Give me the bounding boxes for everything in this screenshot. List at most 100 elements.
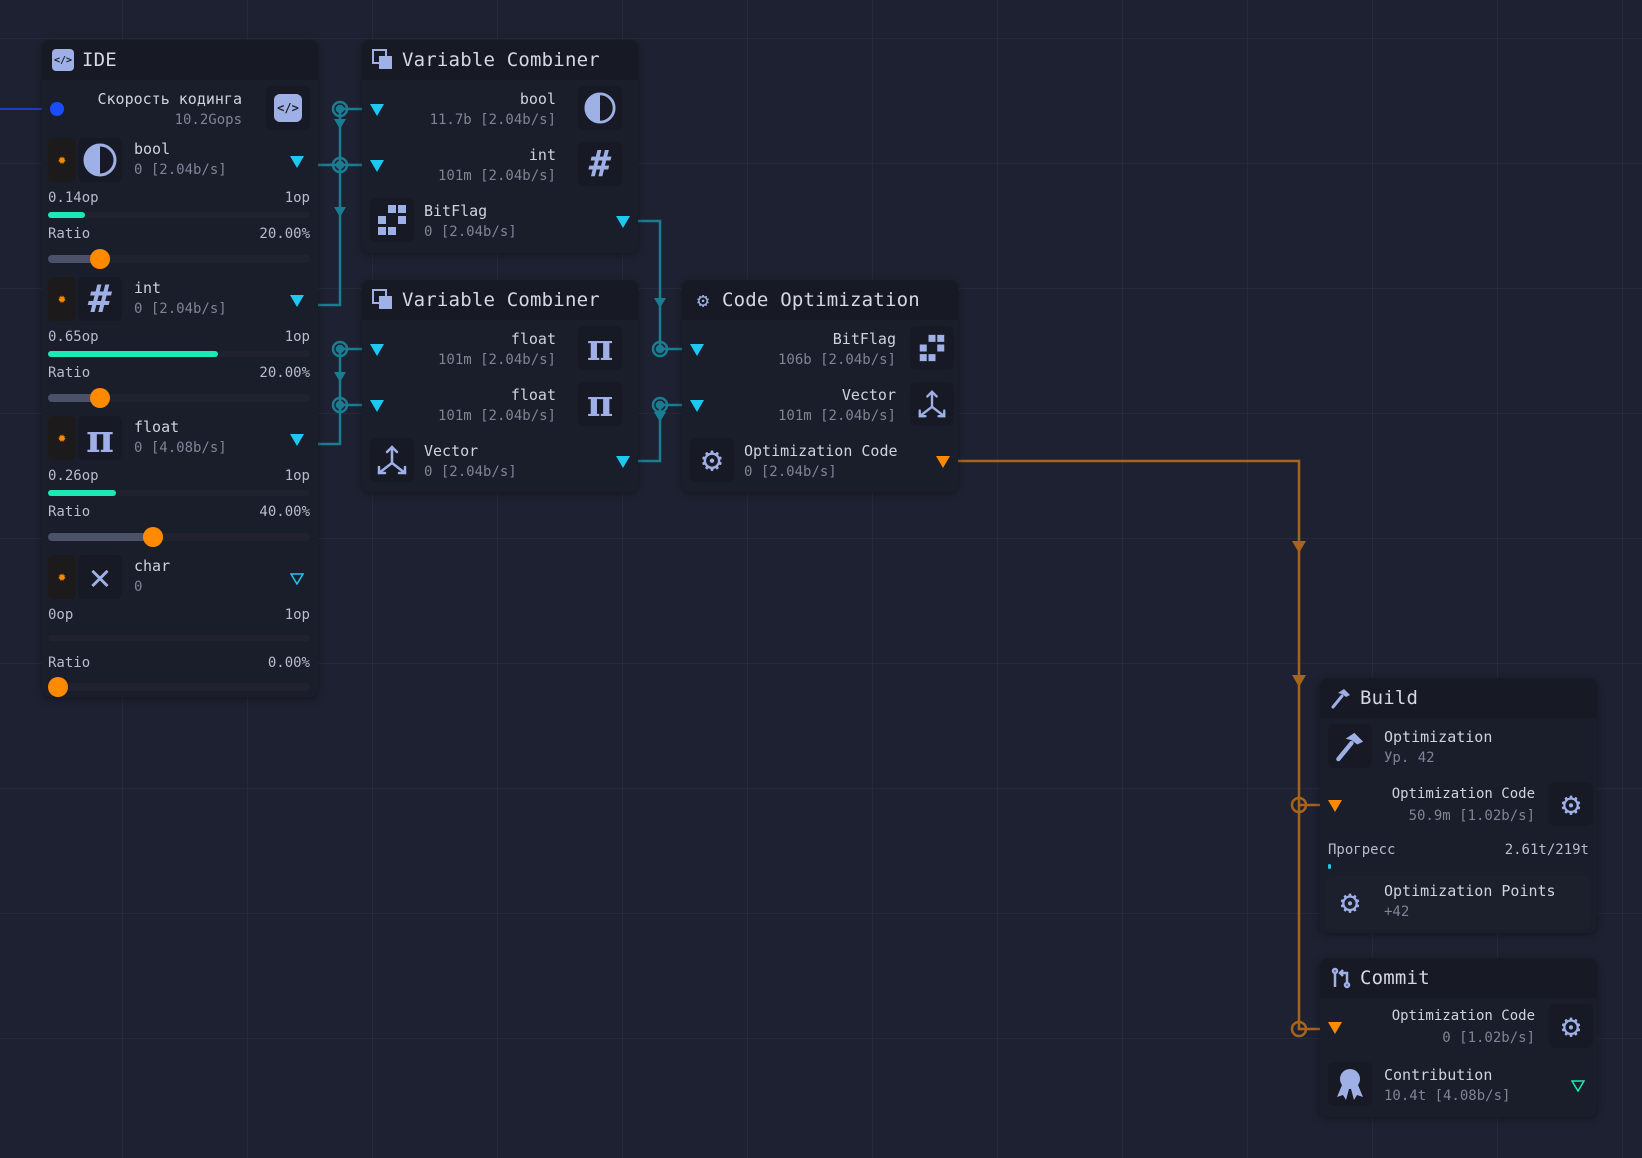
output-port-triangle[interactable] <box>616 456 630 468</box>
ratio-value: 40.00% <box>259 504 310 520</box>
input-value: 11.7b [2.04b/s] <box>429 112 556 128</box>
output-port-triangle[interactable] <box>290 434 304 446</box>
node-title: Build <box>1360 687 1419 709</box>
bitflag-icon <box>910 326 954 370</box>
wire-arrow <box>334 207 346 217</box>
input-port-triangle[interactable] <box>690 344 704 356</box>
settings-gear-icon[interactable]: ✹ <box>48 416 76 460</box>
input-port-triangle[interactable] <box>370 104 384 116</box>
ratio-label: Ratio <box>48 504 91 520</box>
build-node[interactable]: Build Optimization Ур. 42 Optimization C… <box>1320 678 1597 933</box>
ide-node-header[interactable]: </> IDE <box>42 40 318 80</box>
hash-icon: # <box>578 142 622 186</box>
wire-ide-to-combiner2 <box>318 340 362 446</box>
input-port-triangle[interactable] <box>690 400 704 412</box>
ratio-slider-fill <box>48 255 101 263</box>
progress-bar <box>48 490 310 496</box>
input-port-triangle[interactable] <box>1328 1022 1342 1034</box>
wire-arrow <box>654 298 666 308</box>
ratio-slider-knob[interactable] <box>90 388 111 408</box>
ratio-slider[interactable] <box>48 527 310 547</box>
ide-output-row: Скорость кодинга 10.2Gops </> <box>42 82 318 138</box>
upgrade-row[interactable]: Optimization Ур. 42 <box>1320 720 1597 776</box>
node-header[interactable]: Variable Combiner <box>362 280 638 320</box>
input-name: bool <box>519 90 556 108</box>
reward-name: Optimization Points <box>1384 882 1556 900</box>
variable-value: 0 [2.04b/s] <box>134 162 227 178</box>
input-row: Optimization Code 0 [1.02b/s] ⚙ <box>1320 1000 1597 1056</box>
input-port-triangle[interactable] <box>370 160 384 172</box>
progress-label: Прогресс <box>1328 842 1396 858</box>
node-header[interactable]: Commit <box>1320 958 1597 998</box>
output-name: Contribution <box>1384 1066 1493 1084</box>
input-port-triangle[interactable] <box>370 344 384 356</box>
combine-squares-icon <box>372 289 394 311</box>
input-value: 101m [2.04b/s] <box>437 352 556 368</box>
reward-panel: ⚙ Optimization Points +42 <box>1326 876 1591 930</box>
output-port-triangle-empty[interactable] <box>290 573 304 585</box>
code-icon: </> <box>52 49 74 71</box>
output-port-triangle[interactable] <box>290 295 304 307</box>
output-port-triangle[interactable] <box>936 456 950 468</box>
ide-variable: ✹ # int 0 [2.04b/s] 0.65op 1op Ratio 20.… <box>42 277 318 417</box>
wrench-gear-icon: ⚙ <box>690 438 734 482</box>
output-value: 0 [2.04b/s] <box>744 464 837 480</box>
progress-label: 0.65op <box>48 329 99 345</box>
node-header[interactable]: ⚙ Code Optimization <box>682 280 958 320</box>
upgrade-level: Ур. 42 <box>1384 750 1435 766</box>
input-row: Optimization Code 50.9m [1.02b/s] ⚙ <box>1320 778 1597 834</box>
settings-gear-icon[interactable]: ✹ <box>48 277 76 321</box>
upgrade-name: Optimization <box>1384 728 1493 746</box>
variable-combiner-node[interactable]: Variable Combiner float 101m [2.04b/s] π… <box>362 280 638 492</box>
char-x-icon: ✕ <box>78 555 122 599</box>
wrench-gear-icon: ⚙ <box>696 288 710 312</box>
input-name: Vector <box>841 386 896 404</box>
node-header[interactable]: Build <box>1320 678 1597 718</box>
output-value: 10.4t [4.08b/s] <box>1384 1088 1511 1104</box>
ratio-slider[interactable] <box>48 677 310 697</box>
ide-node[interactable]: </> IDE Скорость кодинга 10.2Gops </> ✹ … <box>42 40 318 697</box>
node-header[interactable]: Variable Combiner <box>362 40 638 80</box>
ratio-label: Ratio <box>48 226 91 242</box>
combine-squares-icon <box>372 49 394 71</box>
progress-max: 1op <box>284 190 310 206</box>
ratio-slider[interactable] <box>48 249 310 269</box>
progress-label: 0.14op <box>48 190 99 206</box>
input-row: float 101m [2.04b/s] π <box>362 378 638 434</box>
wire-arrow <box>334 119 346 129</box>
output-port-triangle[interactable] <box>616 216 630 228</box>
pi-icon: π <box>78 416 122 461</box>
ratio-value: 0.00% <box>267 655 310 671</box>
input-port-triangle[interactable] <box>370 400 384 412</box>
wire-codeopt-to-build-commit <box>958 459 1320 1038</box>
bitflag-icon <box>370 198 414 242</box>
wire-arrow <box>334 372 346 382</box>
settings-gear-icon[interactable]: ✹ <box>48 138 76 182</box>
variable-value: 0 <box>134 579 143 595</box>
variable-combiner-node[interactable]: Variable Combiner bool 11.7b [2.04b/s] i… <box>362 40 638 253</box>
progress-max: 1op <box>284 468 310 484</box>
ratio-slider-knob[interactable] <box>48 677 68 697</box>
ratio-slider-knob[interactable] <box>90 249 111 269</box>
ide-variable: ✹ ✕ char 0 0op 1op Ratio 0.00% <box>42 555 318 697</box>
source-port[interactable] <box>50 102 64 116</box>
vector-icon <box>910 382 954 426</box>
ratio-slider-knob[interactable] <box>142 527 163 547</box>
output-port-triangle[interactable] <box>290 156 304 168</box>
input-port-triangle[interactable] <box>1328 800 1342 812</box>
ratio-slider[interactable] <box>48 388 310 408</box>
output-port-triangle-empty[interactable] <box>1571 1080 1585 1092</box>
output-name: Optimization Code <box>744 442 898 460</box>
award-badge-icon <box>1328 1062 1372 1106</box>
commit-node[interactable]: Commit Optimization Code 0 [1.02b/s] ⚙ C… <box>1320 958 1597 1117</box>
input-value: 0 [1.02b/s] <box>1442 1030 1535 1046</box>
ratio-value: 20.00% <box>259 365 310 381</box>
input-name: Optimization Code <box>1391 786 1535 802</box>
progress-label: 0op <box>48 607 74 623</box>
code-optimization-node[interactable]: ⚙ Code Optimization BitFlag 106b [2.04b/… <box>682 280 958 492</box>
progress-value: 2.61t/219t <box>1504 842 1589 858</box>
settings-gear-icon[interactable]: ✹ <box>48 555 76 599</box>
node-title: Commit <box>1360 967 1430 989</box>
progress-bar <box>48 635 310 641</box>
